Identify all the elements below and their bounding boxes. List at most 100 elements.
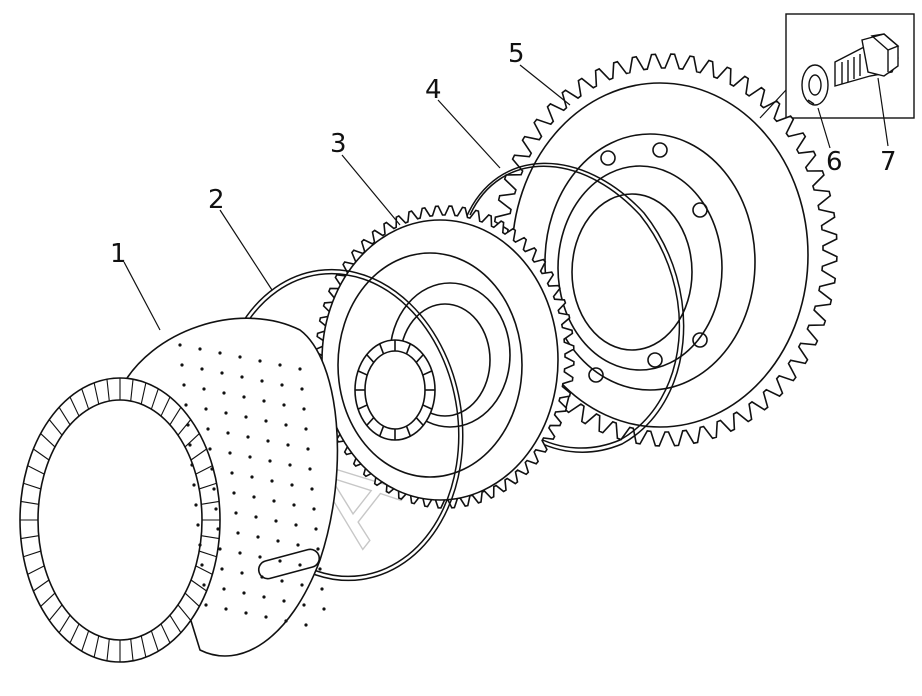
drum-perforation xyxy=(196,523,200,527)
drum-spline xyxy=(130,638,134,661)
drum-perforation xyxy=(270,479,274,483)
drum-perforation xyxy=(222,587,226,591)
bearing-roller xyxy=(422,370,433,376)
drum-spline xyxy=(69,396,80,417)
drum-perforation xyxy=(220,371,224,375)
drum-perforation xyxy=(224,607,228,611)
drum-perforation xyxy=(298,563,302,567)
drum-perforation xyxy=(258,359,262,363)
drum-perforation xyxy=(268,459,272,463)
callout-4: 4 xyxy=(425,75,442,105)
bearing-roller xyxy=(415,417,424,426)
drum-perforation xyxy=(236,531,240,535)
bearing-roller xyxy=(405,425,412,437)
drum-perforation xyxy=(218,351,222,355)
drum-perforation xyxy=(284,423,288,427)
drum-spline xyxy=(169,407,182,426)
drum-perforation xyxy=(238,551,242,555)
leader-7 xyxy=(877,77,889,147)
leader-inset xyxy=(759,89,787,119)
drum-spline xyxy=(81,388,90,410)
drum-spline xyxy=(69,623,80,644)
drum-perforation xyxy=(276,539,280,543)
callout-2: 2 xyxy=(208,185,225,215)
leader-lines xyxy=(123,64,889,331)
drum-perforation xyxy=(228,451,232,455)
drum-perforation xyxy=(242,395,246,399)
drum-perforation xyxy=(222,391,226,395)
part-3-carrier xyxy=(315,205,575,509)
drum-perforation xyxy=(254,515,258,519)
part-1-drum xyxy=(19,317,339,663)
drum-perforation xyxy=(186,423,190,427)
callout-7: 7 xyxy=(880,147,897,177)
leader-1 xyxy=(123,261,161,331)
drum-perforation xyxy=(288,463,292,467)
drum-perforation xyxy=(322,607,326,611)
drum-spline xyxy=(177,604,192,621)
drum-spline xyxy=(201,535,220,540)
drum-spline xyxy=(160,623,171,644)
drum-spline xyxy=(20,500,39,505)
drum-spline xyxy=(58,614,71,633)
drum-spline xyxy=(169,614,182,633)
drum-perforation xyxy=(206,427,210,431)
drum-spline xyxy=(160,396,171,417)
bearing-roller xyxy=(357,370,368,376)
drum-perforation xyxy=(204,407,208,411)
drum-perforation xyxy=(192,483,196,487)
drum-perforation xyxy=(304,427,308,431)
drum-perforation xyxy=(216,527,220,531)
drum-perforation xyxy=(204,603,208,607)
drum-perforation xyxy=(312,507,316,511)
drum-perforation xyxy=(316,547,320,551)
leader-5 xyxy=(519,64,571,106)
drum-spline xyxy=(33,579,50,592)
drum-perforation xyxy=(212,487,216,491)
drum-perforation xyxy=(264,615,268,619)
drum-perforation xyxy=(240,571,244,575)
leader-6 xyxy=(817,107,831,149)
bearing-roller xyxy=(422,404,433,410)
drum-perforation xyxy=(262,399,266,403)
bearing-roller xyxy=(366,417,375,426)
leader-2 xyxy=(219,209,273,291)
callouts: 1 2 3 4 5 6 7 xyxy=(110,39,897,269)
drum-perforation xyxy=(280,579,284,583)
drum-perforation xyxy=(300,387,304,391)
drum-perforation xyxy=(282,599,286,603)
drum-perforation xyxy=(184,403,188,407)
bearing-roller xyxy=(378,425,385,437)
bearing-roller xyxy=(405,343,412,355)
drum-perforation xyxy=(238,355,242,359)
drum-spline xyxy=(190,579,207,592)
drum-perforation xyxy=(234,511,238,515)
part-5-gear xyxy=(492,53,838,447)
drum-perforation xyxy=(320,587,324,591)
drum-perforation xyxy=(294,523,298,527)
drum-spline xyxy=(150,630,159,652)
drum-perforation xyxy=(224,411,228,415)
drum-perforation xyxy=(220,567,224,571)
drum-spline xyxy=(48,419,63,436)
drum-perforation xyxy=(200,563,204,567)
drum-spline xyxy=(190,448,207,461)
bearing-roller xyxy=(366,354,375,363)
drum-perforation xyxy=(308,467,312,471)
drum-spline xyxy=(140,382,147,405)
drum-spline xyxy=(48,604,63,621)
drum-perforation xyxy=(278,363,282,367)
callout-1: 1 xyxy=(110,239,127,269)
part-7-bolt xyxy=(834,33,900,87)
drum-perforation xyxy=(250,475,254,479)
drum-spline xyxy=(27,465,45,475)
drum-perforation xyxy=(230,471,234,475)
drum-spline xyxy=(81,630,90,652)
drum-spline xyxy=(58,407,71,426)
drum-perforation xyxy=(188,443,192,447)
drum-spline xyxy=(40,592,56,607)
drum-perforation xyxy=(304,623,308,627)
drum-perforation xyxy=(266,439,270,443)
drum-spline xyxy=(106,379,110,402)
drum-spline xyxy=(23,482,41,490)
